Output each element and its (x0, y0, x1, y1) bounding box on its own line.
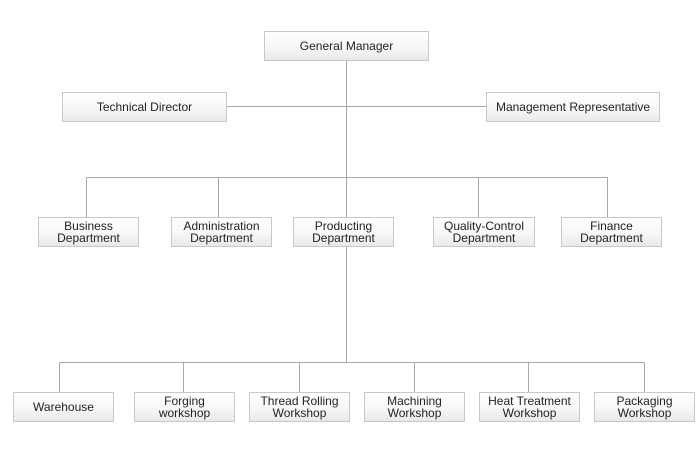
node-label: Warehouse (33, 400, 94, 414)
node-label: Machining Workshop (387, 394, 442, 420)
node-administration-department: Administration Department (171, 217, 272, 247)
node-label: Producting Department (312, 219, 375, 245)
node-technical-director: Technical Director (62, 92, 227, 122)
node-packaging-workshop: Packaging Workshop (594, 392, 695, 422)
node-label: Heat Treatment Workshop (488, 394, 571, 420)
node-label: Finance Department (580, 219, 643, 245)
node-management-representative: Management Representative (486, 92, 660, 122)
node-warehouse: Warehouse (13, 392, 114, 422)
node-label: Forging workshop (158, 394, 211, 420)
node-label: Management Representative (495, 100, 651, 114)
node-label: Technical Director (96, 100, 193, 114)
node-label: General Manager (299, 39, 394, 53)
node-label: Quality-Control Department (443, 219, 525, 245)
node-label: Packaging Workshop (616, 394, 673, 420)
node-producting-department: Producting Department (293, 217, 394, 247)
node-label: Thread Rolling Workshop (260, 394, 339, 420)
node-forging-workshop: Forging workshop (134, 392, 235, 422)
node-business-department: Business Department (38, 217, 139, 247)
node-label: Administration Department (183, 219, 260, 245)
node-machining-workshop: Machining Workshop (364, 392, 465, 422)
node-general-manager: General Manager (264, 31, 429, 61)
node-quality-control-department: Quality-Control Department (433, 217, 535, 247)
node-heat-treatment-workshop: Heat Treatment Workshop (479, 392, 580, 422)
node-finance-department: Finance Department (561, 217, 662, 247)
node-thread-rolling-workshop: Thread Rolling Workshop (249, 392, 350, 422)
node-label: Business Department (57, 219, 120, 245)
